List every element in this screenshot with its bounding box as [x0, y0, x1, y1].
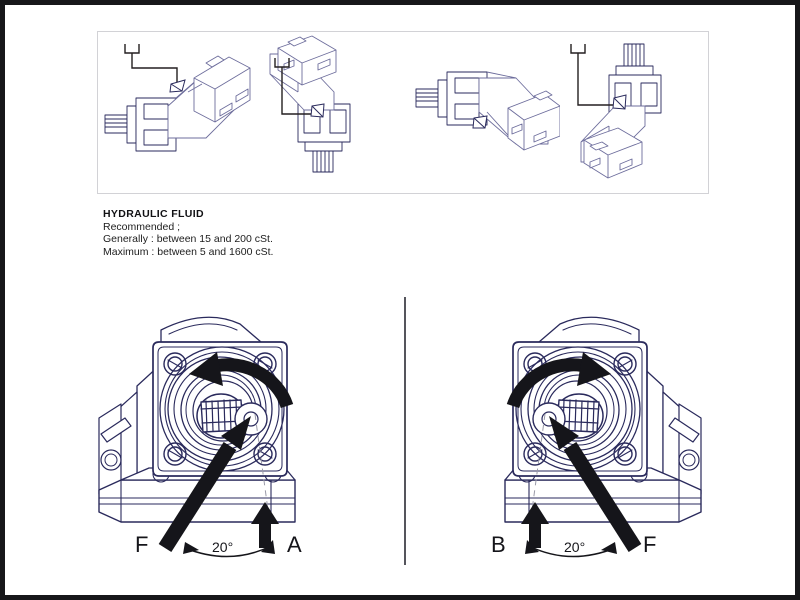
- direction-arrow-B: [521, 502, 549, 548]
- pump-variant-4-drawing: [570, 43, 662, 179]
- fluid-spec-line-2: Generally : between 15 and 200 cSt.: [103, 233, 273, 246]
- hydraulic-fluid-spec: HYDRAULIC FLUID Recommended ; Generally …: [103, 208, 503, 258]
- fluid-spec-line-1: Recommended ;: [103, 221, 181, 233]
- pump-variant-3-drawing: [415, 71, 560, 151]
- flow-arrow-F: [549, 416, 642, 553]
- pump-variant-2-drawing: [269, 35, 351, 173]
- pump-variant-1-drawing: [104, 44, 251, 152]
- variant-1-callout-leader: [124, 44, 178, 87]
- rotation-left-drawing: F 20° A: [98, 316, 302, 558]
- variant-2-callout-leader: [274, 58, 314, 115]
- pump-variant-3: [408, 32, 560, 193]
- angle-indicator-20: [183, 540, 275, 558]
- rotation-diagrams: F 20° A: [5, 290, 795, 580]
- rotation-arc-arrow: [506, 352, 611, 409]
- label-left-F: F: [135, 532, 148, 557]
- label-right-B: B: [491, 532, 506, 557]
- fluid-spec-line-3: Maximum : between 5 and 1600 cSt.: [103, 245, 274, 258]
- rotation-arc-arrow: [189, 352, 294, 409]
- rotation-figure-right: F 20° B: [405, 290, 735, 575]
- variant-4-callout-leader: [570, 44, 615, 106]
- label-left-angle: 20°: [212, 539, 233, 555]
- rotation-figure-left: F 20° A: [65, 290, 395, 575]
- angle-indicator-20: [525, 540, 617, 558]
- fluid-spec-title: HYDRAULIC FLUID: [103, 208, 204, 220]
- document-sheet: HYDRAULIC FLUID Recommended ; Generally …: [5, 5, 795, 595]
- pump-variant-2: [254, 32, 408, 193]
- direction-arrow-A: [251, 502, 279, 548]
- flow-arrow-F: [158, 416, 251, 553]
- pump-variant-4: [560, 32, 708, 193]
- label-right-F: F: [643, 532, 656, 557]
- label-right-angle: 20°: [564, 539, 585, 555]
- pump-variant-1: [98, 32, 254, 193]
- rotation-right-drawing: F 20° B: [491, 316, 702, 558]
- label-left-A: A: [287, 532, 302, 557]
- rotation-divider: [404, 297, 406, 565]
- pump-variants-panel: [97, 31, 709, 194]
